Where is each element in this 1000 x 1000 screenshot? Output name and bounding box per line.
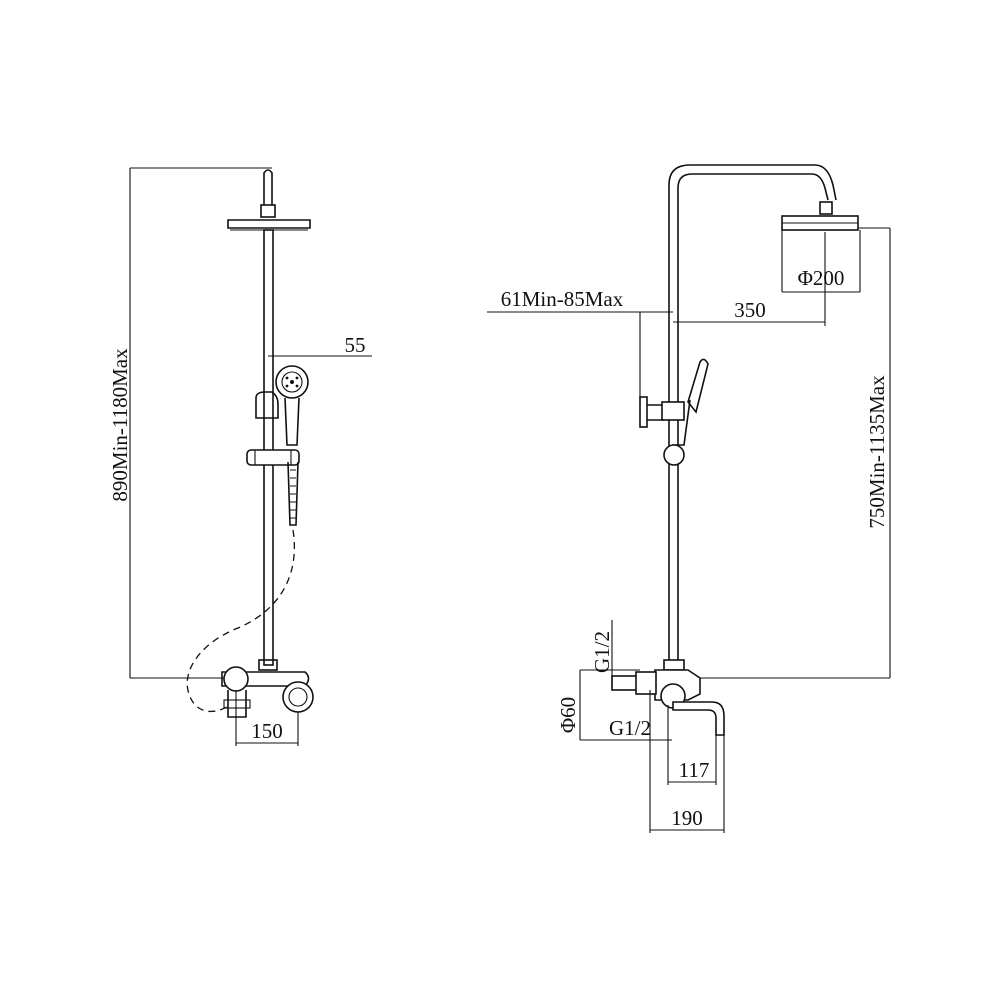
front-handshower-handle xyxy=(284,397,300,446)
label-front-width: 150 xyxy=(251,719,283,743)
label-front-height: 890Min-1180Max xyxy=(108,348,132,502)
label-handshower-offset: 55 xyxy=(345,333,366,357)
front-outlet xyxy=(227,690,247,718)
front-riser-pipe xyxy=(263,229,274,666)
front-holder xyxy=(255,391,279,419)
label-body-diameter: Φ60 xyxy=(556,697,580,733)
label-head-diameter: Φ200 xyxy=(798,266,845,290)
side-handshower xyxy=(687,358,709,414)
front-mixer-right-knob xyxy=(282,681,314,713)
front-hose-coil xyxy=(287,461,299,526)
side-dimensions: 61Min-85Max 350 Φ200 750Min-1135Max G1/2… xyxy=(487,227,891,833)
front-riser-coupler xyxy=(258,659,278,671)
front-hose-loop xyxy=(186,529,295,713)
front-view xyxy=(186,169,314,718)
side-head-connector xyxy=(819,201,833,215)
side-riser-arm xyxy=(668,164,837,660)
label-side-projection: 61Min-85Max xyxy=(501,287,624,311)
front-head-connector xyxy=(260,204,276,218)
label-inlet-thread-bottom: G1/2 xyxy=(609,716,651,740)
label-side-height: 750Min-1135Max xyxy=(865,375,889,529)
front-shower-head xyxy=(227,219,311,229)
label-total-depth: 190 xyxy=(671,806,703,830)
side-slider xyxy=(663,444,685,466)
side-spout xyxy=(672,701,725,736)
side-riser-coupler xyxy=(663,659,685,671)
label-inlet-thread-top: G1/2 xyxy=(590,631,614,673)
label-spout-length: 117 xyxy=(679,758,710,782)
front-mixer-left-cap xyxy=(223,666,249,692)
side-view xyxy=(611,164,859,736)
front-dimensions: 890Min-1180Max 55 150 xyxy=(108,167,372,746)
front-riser-top xyxy=(263,169,273,205)
front-slider xyxy=(246,449,300,466)
label-arm-length: 350 xyxy=(734,298,766,322)
